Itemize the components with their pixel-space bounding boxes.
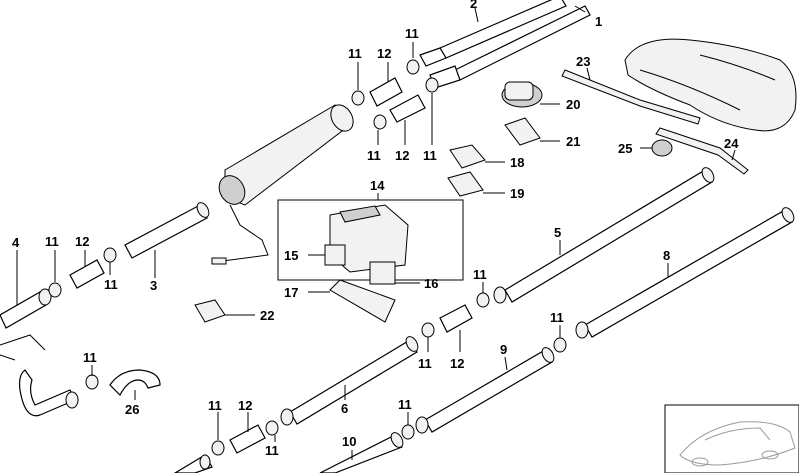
callout-12: 12 bbox=[238, 398, 252, 413]
hose-piece-12 bbox=[439, 304, 473, 333]
hose-clamp bbox=[401, 424, 415, 440]
hose-6 bbox=[280, 336, 419, 426]
hose-9 bbox=[415, 347, 555, 434]
hose-bottom bbox=[173, 454, 213, 473]
hose-clamp bbox=[421, 322, 435, 338]
fuel-tank bbox=[624, 38, 797, 132]
callout-12: 12 bbox=[395, 148, 409, 163]
callout-11: 11 bbox=[104, 277, 118, 292]
callout-14: 14 bbox=[370, 178, 385, 193]
hose-piece-12 bbox=[229, 424, 266, 454]
callout-25: 25 bbox=[618, 141, 632, 156]
callout-11: 11 bbox=[423, 148, 437, 163]
holder-21 bbox=[504, 117, 541, 146]
callout-22: 22 bbox=[260, 308, 274, 323]
callout-21: 21 bbox=[566, 134, 580, 149]
callout-24: 24 bbox=[724, 136, 739, 151]
callout-9: 9 bbox=[500, 342, 507, 357]
callout-11: 11 bbox=[367, 148, 381, 163]
rubber-mount-25 bbox=[651, 139, 673, 157]
callout-11: 11 bbox=[550, 310, 564, 325]
hose-4 bbox=[0, 288, 52, 329]
callout-6: 6 bbox=[341, 401, 348, 416]
callout-18: 18 bbox=[510, 155, 524, 170]
callout-2: 2 bbox=[470, 0, 477, 11]
hose-3 bbox=[124, 202, 210, 259]
callout-17: 17 bbox=[284, 285, 298, 300]
callout-20: 20 bbox=[566, 97, 580, 112]
callout-12: 12 bbox=[75, 234, 89, 249]
clip-22 bbox=[194, 299, 226, 323]
hose-5 bbox=[493, 167, 715, 304]
callout-11: 11 bbox=[398, 397, 412, 412]
callout-19: 19 bbox=[510, 186, 524, 201]
callout-11: 11 bbox=[83, 350, 97, 365]
callout-1: 1 bbox=[595, 14, 602, 29]
callout-11: 11 bbox=[473, 267, 487, 282]
hose-8 bbox=[575, 207, 795, 339]
callout-11: 11 bbox=[208, 398, 222, 413]
hose-clamp bbox=[351, 59, 439, 130]
callout-26: 26 bbox=[125, 402, 139, 417]
callout-23: 23 bbox=[576, 54, 590, 69]
hose-26 bbox=[0, 334, 161, 417]
hose-clamp bbox=[553, 337, 567, 353]
tank-strap-23 bbox=[561, 69, 701, 125]
hose-2 bbox=[419, 0, 567, 67]
callout-16: 16 bbox=[424, 276, 438, 291]
callout-10: 10 bbox=[342, 434, 356, 449]
callout-11: 11 bbox=[265, 443, 279, 458]
callout-11: 11 bbox=[405, 26, 419, 41]
bracket-19 bbox=[447, 171, 484, 197]
callout-11: 11 bbox=[418, 356, 432, 371]
callout-3: 3 bbox=[150, 278, 157, 293]
callout-11: 11 bbox=[348, 46, 362, 61]
callout-8: 8 bbox=[663, 248, 670, 263]
hose-clamp bbox=[48, 247, 117, 298]
callout-labels: 1 2 3 4 5 6 8 9 10 11 12 11 11 12 11 11 … bbox=[12, 0, 739, 458]
hose-clamp bbox=[476, 292, 490, 308]
callout-12: 12 bbox=[377, 46, 391, 61]
vehicle-thumbnail bbox=[664, 404, 799, 473]
callout-15: 15 bbox=[284, 248, 298, 263]
valve-20 bbox=[501, 81, 543, 108]
hose-clamp bbox=[211, 420, 279, 456]
fuel-filter bbox=[211, 104, 354, 265]
callout-5: 5 bbox=[554, 225, 561, 240]
bracket-18 bbox=[449, 144, 486, 169]
callout-12: 12 bbox=[450, 356, 464, 371]
hose-piece-12 bbox=[69, 259, 105, 289]
hose-piece-12 bbox=[369, 77, 426, 123]
callout-4: 4 bbox=[12, 235, 20, 250]
callout-11: 11 bbox=[45, 234, 59, 249]
valve-assembly-box bbox=[277, 199, 464, 323]
tank-strap-24 bbox=[655, 127, 749, 175]
hose-10 bbox=[319, 432, 404, 473]
